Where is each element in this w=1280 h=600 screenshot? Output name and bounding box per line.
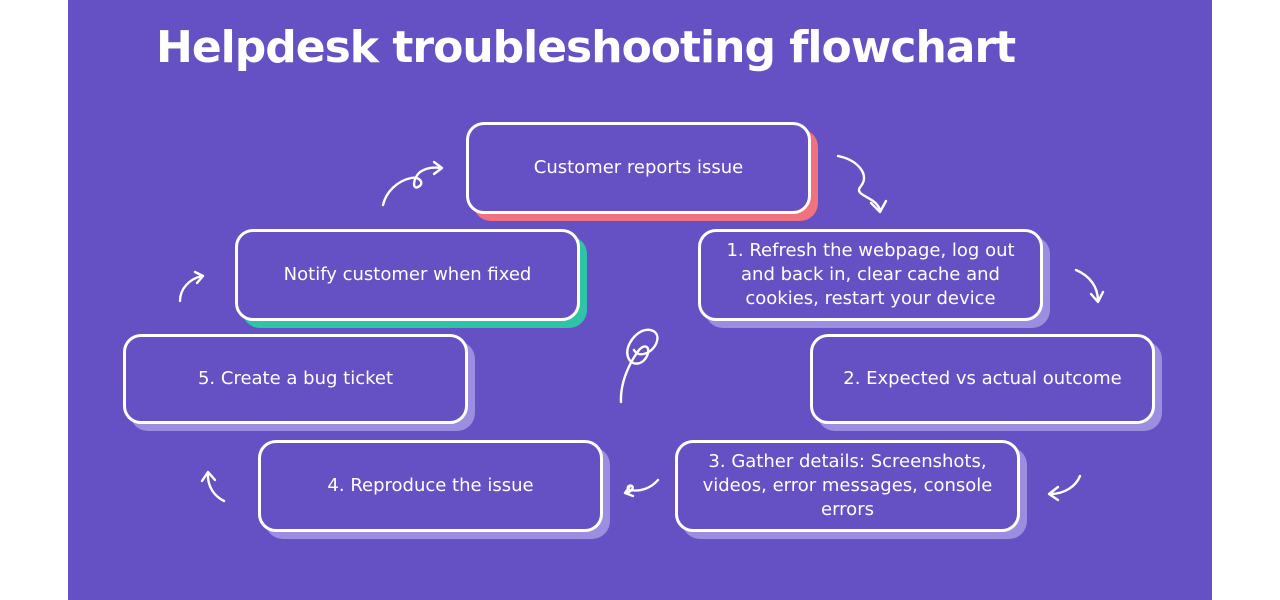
node-step-5-bug-ticket: 5. Create a bug ticket	[123, 334, 468, 424]
node-step-2-expected-vs-actual: 2. Expected vs actual outcome	[810, 334, 1155, 424]
node-notify-customer: Notify customer when fixed	[235, 229, 580, 321]
node-label: Customer reports issue	[533, 157, 744, 178]
curved-arrow-icon	[178, 270, 205, 303]
node-label: 4. Reproduce the issue	[327, 475, 534, 496]
node-label: 2. Expected vs actual outcome	[843, 368, 1122, 389]
node-label: Notify customer when fixed	[283, 264, 532, 285]
node-customer-reports-issue: Customer reports issue	[466, 122, 811, 214]
curved-arrow-icon	[1047, 474, 1082, 502]
node-step-1-refresh: 1. Refresh the webpage, log out and back…	[698, 229, 1043, 321]
curved-arrow-icon	[836, 154, 888, 214]
squiggle-icon	[619, 328, 659, 404]
flowchart-canvas: Helpdesk troubleshooting flowchart Custo…	[68, 0, 1212, 600]
page-title: Helpdesk troubleshooting flowchart	[156, 22, 1016, 73]
node-label: 5. Create a bug ticket	[197, 368, 394, 389]
node-step-4-reproduce: 4. Reproduce the issue	[258, 440, 603, 532]
node-label: 3. Gather details: Screenshots, videos, …	[702, 451, 993, 520]
curved-arrow-icon	[1074, 268, 1105, 304]
curved-arrow-icon	[381, 160, 444, 207]
curved-arrow-icon	[623, 478, 660, 498]
curved-arrow-icon	[200, 470, 226, 503]
node-label: 1. Refresh the webpage, log out and back…	[726, 240, 1015, 309]
node-step-3-gather-details: 3. Gather details: Screenshots, videos, …	[675, 440, 1020, 532]
